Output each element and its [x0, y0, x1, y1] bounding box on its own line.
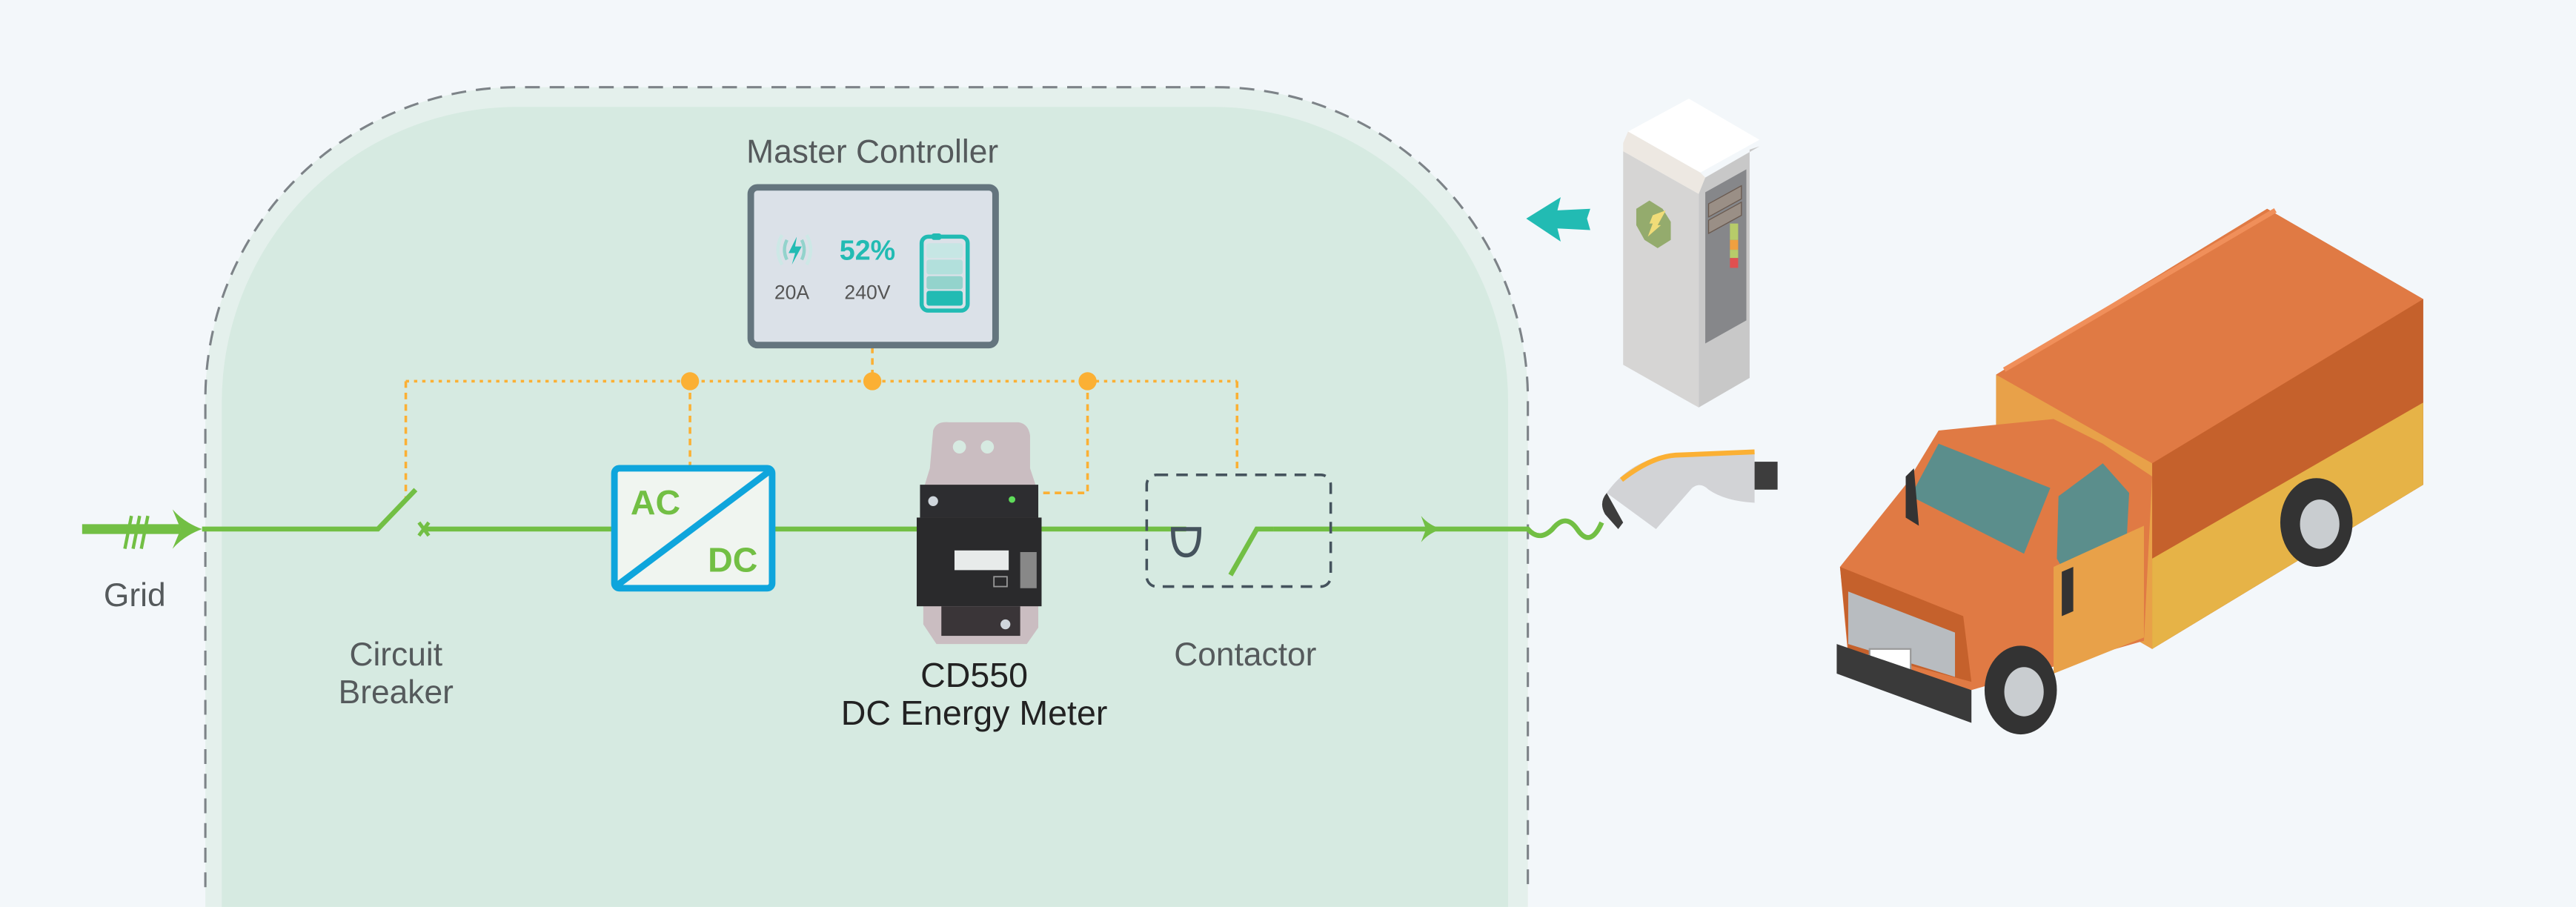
teal-arrow-icon[interactable]: [1526, 197, 1590, 242]
converter-ac-label: AC: [631, 483, 680, 522]
meter-description-label: DC Energy Meter: [841, 694, 1108, 732]
control-node: [863, 372, 882, 391]
ac-dc-converter-icon: AC DC: [611, 465, 776, 592]
system-boundary: [204, 86, 1530, 888]
charge-percent: 52%: [840, 234, 895, 265]
control-lines: [404, 346, 1239, 502]
control-node: [1078, 372, 1097, 391]
flow-arrow-icon: [1421, 516, 1443, 542]
circuit-breaker-label-line1: Circuit: [349, 637, 442, 673]
meter-model-label: CD550: [920, 656, 1028, 694]
contactor-icon: [1145, 474, 1332, 588]
converter-dc-label: DC: [708, 541, 757, 579]
contactor-label: Contactor: [1174, 637, 1316, 673]
master-controller-title: Master Controller: [746, 134, 998, 170]
truck-icon: [1836, 208, 2423, 735]
grid-label: Grid: [104, 577, 166, 614]
circuit-breaker-icon: [417, 521, 431, 537]
grid-arrow-icon: [123, 509, 202, 550]
charging-station-icon: [1623, 99, 1760, 408]
circuit-breaker-label-line2: Breaker: [339, 674, 454, 711]
battery-icon: [919, 233, 970, 313]
control-node: [680, 372, 700, 391]
current-value: 20A: [774, 282, 810, 304]
charging-plug-icon[interactable]: [1601, 449, 1778, 529]
lightning-icon: [776, 234, 813, 266]
energy-meter-icon[interactable]: [916, 422, 1042, 645]
voltage-value: 240V: [844, 282, 890, 304]
system-region: [222, 107, 1509, 907]
